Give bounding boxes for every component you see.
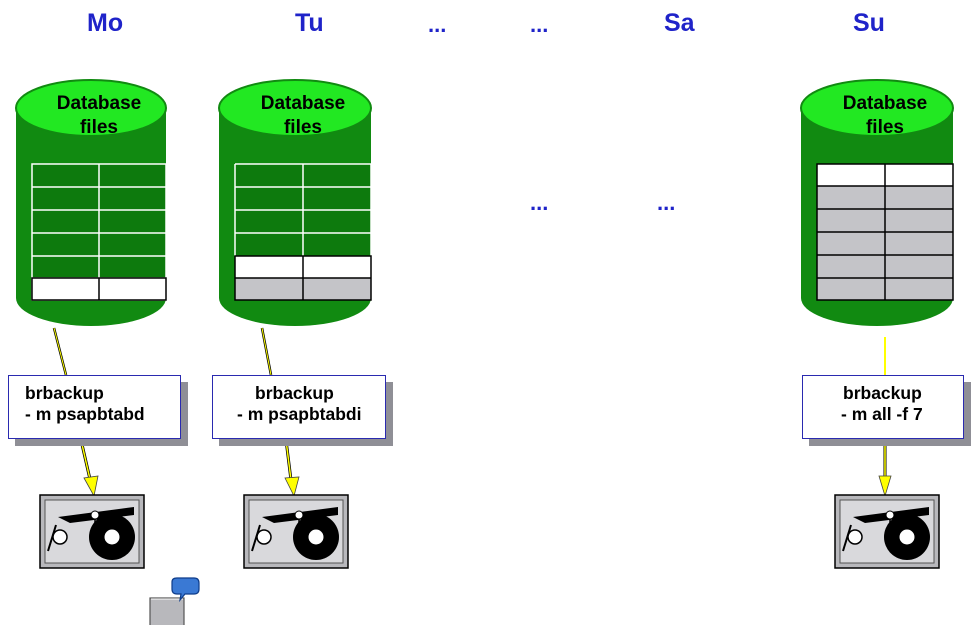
arrow-mo [79, 439, 99, 498]
database-table-tu [234, 163, 372, 301]
middle-ellipsis-2: ... [657, 190, 676, 215]
command-line1: brbackup [255, 383, 334, 403]
arrow-su [878, 440, 892, 498]
day-label-ellipsis-2: ... [530, 12, 549, 37]
database-cylinder-tu [218, 79, 372, 326]
middle-ellipsis-1: ... [530, 190, 549, 215]
connector-line-mo [52, 327, 68, 376]
command-box-su: brbackup - m all -f 7 [802, 375, 964, 439]
command-line2: - m all -f 7 [841, 404, 923, 424]
database-cylinder-su [800, 79, 954, 326]
cylinder-label-mo: Database files [24, 92, 174, 140]
command-line2: - m psapbtabd [25, 404, 145, 424]
cylinder-label-line1: Database [56, 93, 142, 114]
command-line1: brbackup [843, 383, 922, 403]
tape-drive-icon [39, 494, 145, 569]
note-icon[interactable] [149, 577, 200, 625]
day-label-sa: Sa [664, 9, 695, 37]
database-table-su [816, 163, 954, 301]
tape-drive-icon [243, 494, 349, 569]
day-label-mo: Mo [87, 9, 124, 37]
command-line2: - m psapbtabdi [237, 404, 362, 424]
command-line1: brbackup [25, 383, 104, 403]
cylinder-label-line2: files [865, 117, 905, 138]
cylinder-label-line1: Database [260, 93, 346, 114]
day-label-tu: Tu [295, 9, 324, 37]
day-label-ellipsis-1: ... [428, 12, 447, 37]
cylinder-label-line2: files [79, 117, 119, 138]
arrow-tu [284, 439, 300, 498]
command-box-tu: brbackup - m psapbtabdi [212, 375, 386, 439]
cylinder-label-tu: Database files [228, 92, 378, 140]
cylinder-label-line2: files [283, 117, 323, 138]
tape-drive-icon [834, 494, 940, 569]
connector-line-tu [260, 327, 273, 376]
cylinder-label-su: Database files [810, 92, 960, 140]
command-box-mo: brbackup - m psapbtabd [8, 375, 181, 439]
database-table-mo [31, 163, 167, 301]
cylinder-label-line1: Database [842, 93, 928, 114]
day-label-su: Su [853, 9, 885, 37]
database-cylinder-mo [15, 79, 167, 326]
